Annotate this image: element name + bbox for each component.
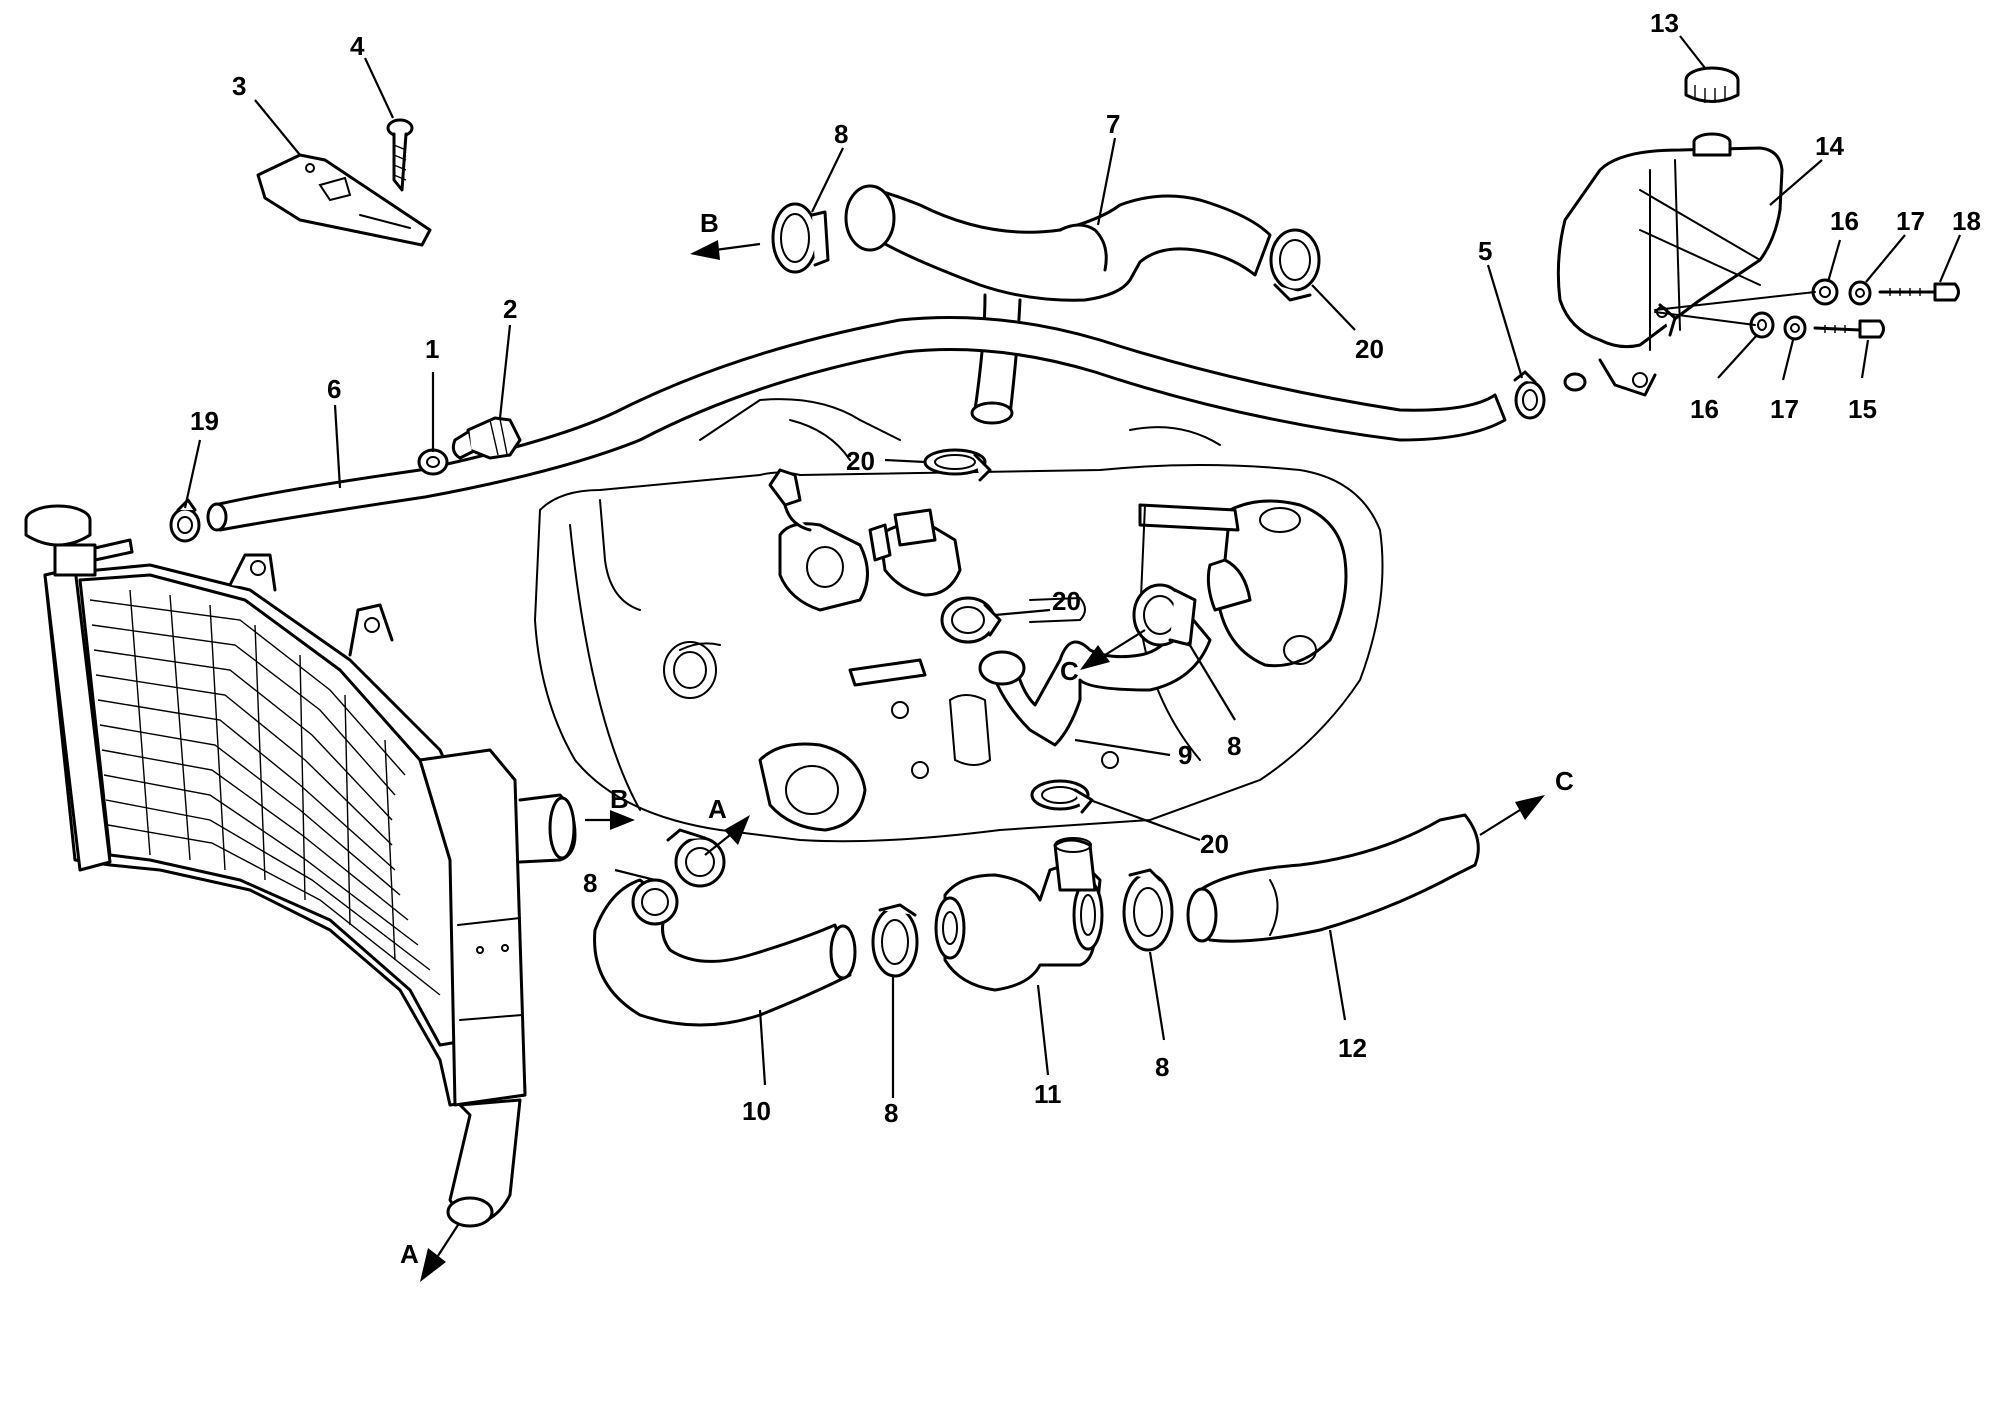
callout-7: 7 [1106, 109, 1120, 139]
flow-arrow-b-radiator: B [585, 784, 635, 830]
callout-10: 10 [742, 1096, 771, 1126]
callout-19: 19 [190, 406, 219, 436]
hose-clamp-8-right [1122, 868, 1174, 952]
callout-1: 1 [425, 334, 439, 364]
hose-clamp-8-left-a [631, 878, 679, 926]
flow-arrow-b-top: B [690, 208, 761, 260]
callout-17-upper: 17 [1896, 206, 1925, 236]
hose-clamp-8-left-b [666, 828, 726, 888]
flow-label-b-top: B [700, 208, 719, 238]
callout-9: 9 [1178, 740, 1192, 770]
flow-label-c-engine: C [1060, 656, 1079, 686]
bracket-screw [386, 118, 414, 192]
callout-11: 11 [1034, 1079, 1062, 1109]
radiator [24, 504, 577, 1228]
hose-12 [1186, 813, 1480, 943]
hose-clamp-20-lower-engine [1030, 779, 1094, 814]
flow-label-a-mid: A [708, 794, 727, 824]
callout-labels: 1 2 3 4 5 6 7 8 8 8 8 8 9 [183, 8, 1981, 1128]
callout-8-left: 8 [583, 868, 597, 898]
callout-3: 3 [232, 71, 246, 101]
callout-8-lower-right: 8 [1155, 1052, 1169, 1082]
flow-arrow-c-right: C [1479, 766, 1574, 836]
callout-6: 6 [327, 374, 341, 404]
callout-16-lower: 16 [1690, 394, 1719, 424]
flow-label-c-right: C [1555, 766, 1574, 796]
hose-clamp-5 [1513, 370, 1546, 420]
radiator-filler-cap [24, 504, 134, 577]
callout-17-lower: 17 [1770, 394, 1799, 424]
engine-block [533, 398, 1384, 843]
hose-clamp-20-middle-engine [940, 596, 1002, 644]
callout-2: 2 [503, 294, 517, 324]
temperature-sender [451, 416, 522, 460]
tank-fastener-set-lower [1749, 311, 1885, 341]
sealing-washer [417, 448, 449, 476]
tank-fastener-set-upper [1811, 278, 1960, 306]
radiator-core-fins [89, 589, 441, 996]
callout-8-lower: 8 [884, 1098, 898, 1128]
callout-14: 14 [1815, 131, 1844, 161]
callout-8-top: 8 [834, 119, 848, 149]
callout-4: 4 [350, 31, 365, 61]
expansion-tank [1556, 132, 1784, 397]
hose-clamp-8-top [771, 202, 830, 274]
callout-5: 5 [1478, 236, 1492, 266]
callout-20-upper-engine: 20 [846, 446, 875, 476]
callout-13: 13 [1650, 8, 1679, 38]
hose-9 [978, 608, 1212, 747]
t-fitting [934, 837, 1104, 992]
flow-arrow-a-bottom: A [400, 1224, 459, 1282]
hose-clamp-8-middle [871, 903, 919, 978]
callout-20-lower-engine: 20 [1200, 829, 1229, 859]
hose-clamp-20-top [1269, 228, 1321, 302]
callout-16-upper: 16 [1830, 206, 1859, 236]
hose-clamp-8-engine [1132, 583, 1197, 647]
callout-12: 12 [1338, 1033, 1367, 1063]
mounting-bracket [256, 153, 432, 247]
callout-20-top: 20 [1355, 334, 1384, 364]
flow-arrow-c-engine: C [1060, 629, 1146, 686]
hose-clamp-20-upper-engine [923, 448, 992, 482]
callout-15: 15 [1848, 394, 1877, 424]
expansion-tank-cap [1684, 66, 1740, 103]
overflow-hose [206, 316, 1507, 532]
callout-8-engine: 8 [1227, 731, 1241, 761]
flow-label-b-radiator: B [610, 784, 629, 814]
callout-18: 18 [1952, 206, 1981, 236]
flow-arrow-a-mid: A [704, 794, 750, 856]
callout-20-middle-engine: 20 [1052, 586, 1081, 616]
flow-label-a-bottom: A [400, 1239, 419, 1269]
